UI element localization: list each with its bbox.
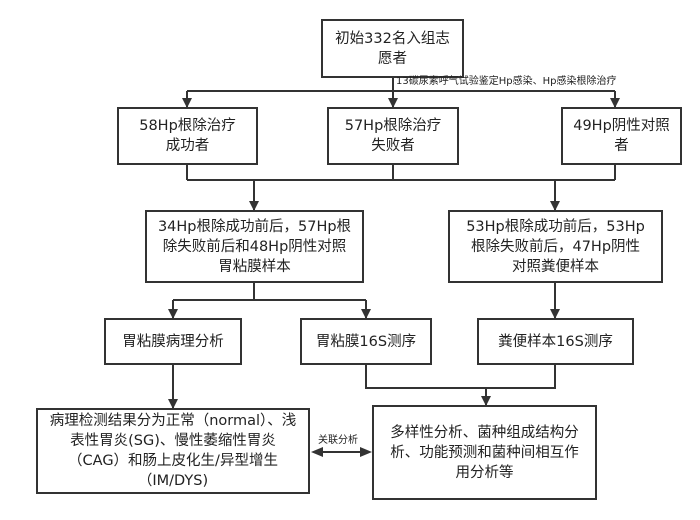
- edge-label-screening: 13碳尿素呼气试验鉴定Hp感染、Hp感染根除治疗: [396, 76, 617, 87]
- node-failure: 57Hp根除治疗失败者: [327, 107, 459, 165]
- node-analysis: 多样性分析、菌种组成结构分析、功能预测和菌种间相互作用分析等: [372, 405, 597, 500]
- node-fecal-16s: 粪便样本16S测序: [477, 318, 634, 365]
- line-join-16s: [365, 365, 556, 389]
- node-fecal-samples: 53Hp根除成功前后，53Hp根除失败前后，47Hp阴性对照粪便样本: [448, 210, 663, 283]
- node-negative: 49Hp阴性对照者: [561, 107, 682, 165]
- node-gastric-16s: 胃粘膜16S测序: [300, 318, 432, 365]
- edge-label-correlation: 关联分析: [318, 435, 358, 446]
- line-gastric-down: [173, 283, 366, 301]
- node-start: 初始332名入组志愿者: [321, 19, 464, 78]
- node-pathology: 胃粘膜病理分析: [104, 318, 242, 365]
- node-gastric-samples: 34Hp根除成功前后，57Hp根除失败前后和48Hp阴性对照胃粘膜样本: [145, 210, 364, 283]
- node-pathology-result: 病理检测结果分为正常（normal）、浅表性胃炎(SG)、慢性萎缩性胃炎（CAG…: [36, 408, 310, 494]
- node-success: 58Hp根除治疗成功者: [117, 107, 258, 165]
